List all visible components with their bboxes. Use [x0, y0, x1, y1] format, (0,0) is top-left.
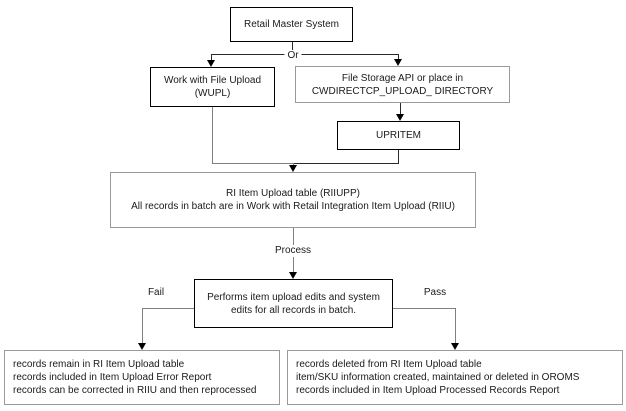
arrowhead-into-table	[289, 165, 297, 172]
connector-upritem-horizontal	[293, 163, 399, 164]
node-wupl-line2: (WUPL)	[194, 88, 231, 99]
connector-pass-down	[455, 308, 456, 344]
node-upritem-text: UPRITEM	[376, 130, 421, 141]
arrowhead-into-edits	[289, 272, 297, 279]
node-ri-item-upload-table: RI Item Upload table (RIIUPP) All record…	[110, 172, 476, 228]
connector-upritem-down	[398, 150, 399, 164]
node-fail-result-line1: records remain in RI Item Upload table	[13, 359, 185, 370]
process-label: Process	[271, 245, 315, 257]
connector-retail-down	[292, 42, 293, 55]
node-file-storage-api: File Storage API or place in CWDIRECTCP_…	[295, 66, 510, 103]
arrowhead-into-pass-result	[451, 343, 459, 350]
node-retail-master-system-text: Retail Master System	[243, 19, 340, 30]
pass-label: Pass	[420, 287, 450, 299]
arrowhead-into-wupl	[207, 60, 215, 67]
node-table-line1: RI Item Upload table (RIIUPP)	[226, 188, 360, 199]
connector-or-horizontal	[211, 54, 399, 55]
connector-branch-right	[398, 54, 399, 60]
node-pass-result-line1: records deleted from RI Item Upload tabl…	[296, 359, 482, 370]
node-upritem: UPRITEM	[337, 121, 460, 150]
connector-branch-left	[211, 54, 212, 61]
node-pass-result: records deleted from RI Item Upload tabl…	[287, 350, 623, 405]
arrowhead-into-upritem	[396, 114, 404, 121]
connector-fail-horizontal	[142, 308, 194, 309]
node-edits-line1: Performs item upload edits and system	[207, 291, 380, 303]
node-pass-result-line2: item/SKU information created, maintained…	[296, 372, 580, 383]
node-work-with-file-upload: Work with File Upload (WUPL)	[150, 67, 275, 107]
connector-fail-down	[142, 308, 143, 344]
node-fail-result-line3: records can be corrected in RIIU and the…	[13, 385, 257, 396]
arrowhead-into-fail-result	[138, 343, 146, 350]
node-table-line2: All records in batch are in Work with Re…	[131, 201, 455, 212]
or-label: Or	[284, 50, 302, 62]
connector-wupl-down	[212, 107, 213, 164]
connector-wupl-horizontal	[212, 163, 293, 164]
node-pass-result-line3: records included in Item Upload Processe…	[296, 385, 560, 396]
fail-label: Fail	[144, 287, 168, 299]
node-wupl-line1: Work with File Upload	[163, 75, 262, 86]
node-fail-result: records remain in RI Item Upload table r…	[4, 350, 280, 405]
node-fail-result-line2: records included in Item Upload Error Re…	[13, 372, 212, 383]
arrowhead-into-file-storage	[394, 59, 402, 66]
connector-file-to-upritem	[400, 103, 401, 115]
node-file-storage-line2: CWDIRECTCP_UPLOAD_ DIRECTORY	[311, 85, 494, 97]
node-file-storage-line1: File Storage API or place in	[341, 72, 464, 84]
connector-pass-horizontal	[392, 308, 456, 309]
node-edits-line2: edits for all records in batch.	[230, 304, 357, 316]
node-retail-master-system: Retail Master System	[230, 7, 353, 42]
node-item-upload-edits: Performs item upload edits and system ed…	[194, 279, 393, 328]
